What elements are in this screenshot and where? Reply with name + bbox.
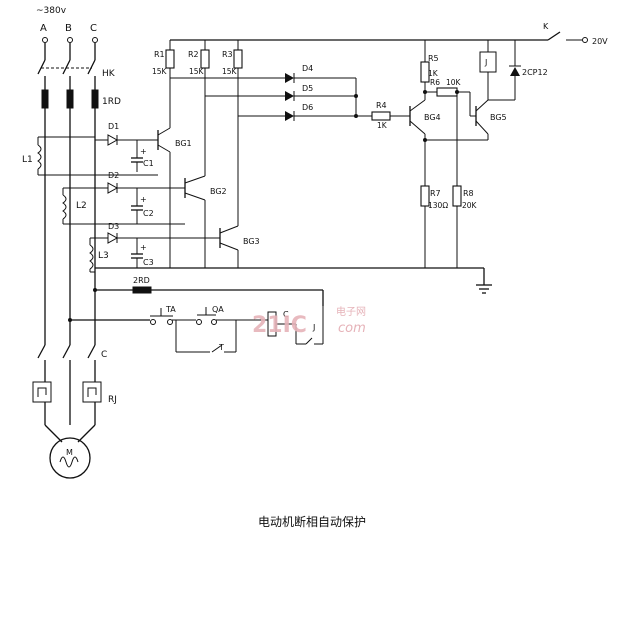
thermal-relay — [32, 381, 102, 425]
rectifier-branch-3 — [90, 232, 220, 273]
coil-l1-label: L1 — [22, 155, 33, 165]
diode-d1-label: D1 — [108, 122, 119, 131]
resistor-r8 — [452, 185, 462, 268]
coil-l1 — [37, 136, 95, 176]
relay-contact-label: J — [312, 323, 315, 332]
coil-l3 — [89, 238, 94, 272]
bg4-label: BG4 — [424, 113, 441, 122]
phase-lines — [37, 43, 96, 90]
rectifier-branch-1 — [95, 134, 158, 176]
cap-c1-plus: + — [140, 147, 147, 156]
phase-a-label: A — [40, 23, 47, 34]
transistor-bg3 — [219, 225, 239, 268]
supply-terminals — [42, 37, 98, 43]
breaker-label: HK — [102, 69, 116, 79]
r4-value: 1K — [377, 121, 388, 130]
r5-label: R5 — [428, 54, 439, 63]
cap-c1-label: C1 — [143, 159, 154, 168]
resistor-r6 — [423, 87, 471, 186]
r8-value: 20K — [462, 201, 478, 210]
bg5-label: BG5 — [490, 113, 507, 122]
phase-b-label: B — [65, 23, 72, 34]
phase-c-label: C — [90, 23, 97, 34]
motor-label: M — [66, 448, 73, 457]
transistor-bg1 — [157, 127, 171, 268]
watermark-cn: 电子网 — [336, 305, 366, 318]
control-line — [68, 288, 268, 353]
stop-button-label: TA — [165, 305, 176, 314]
ground-symbol — [476, 268, 492, 294]
relay-contact — [295, 306, 324, 345]
phase-lines-lower — [44, 108, 96, 345]
contactor-main-contacts — [37, 344, 96, 382]
r4-label: R4 — [376, 101, 387, 110]
control-fuse-label: 2RD — [133, 276, 150, 285]
transistor-bg2 — [184, 175, 206, 268]
supply-voltage-label: ~380v — [36, 6, 67, 16]
relay-label: J — [484, 58, 487, 67]
resistor-r5 — [420, 40, 430, 83]
diode-d2-label: D2 — [108, 171, 119, 180]
cap-c2-plus: + — [140, 195, 147, 204]
contactor-main-label: C — [101, 350, 107, 360]
diode-d4-label: D4 — [302, 64, 313, 73]
cap-c3-plus: + — [140, 243, 147, 252]
diagram-title: 电动机断相自动保护 — [258, 514, 366, 529]
resistor-r2 — [200, 40, 210, 176]
bg3-label: BG3 — [243, 237, 260, 246]
contactor-coil-label: C — [283, 310, 289, 319]
relay-coil — [479, 40, 515, 101]
coil-l3-label: L3 — [98, 251, 109, 261]
r3-label: R3 — [222, 50, 233, 59]
bg1-label: BG1 — [175, 139, 192, 148]
r6-label: R6 — [430, 78, 440, 87]
resistor-r3 — [233, 40, 243, 226]
watermark-domain: com — [338, 321, 366, 336]
bg2-label: BG2 — [210, 187, 227, 196]
r2-label: R2 — [188, 50, 199, 59]
resistor-r1 — [165, 40, 175, 128]
r5-value: 1K — [428, 69, 439, 78]
motor — [44, 424, 96, 479]
fuse-label: 1RD — [102, 97, 121, 107]
zener-label: 2CP12 — [522, 68, 548, 77]
watermark: 21IC 电子网 com — [252, 305, 366, 338]
diode-d3-label: D3 — [108, 222, 119, 231]
coil-l2 — [62, 187, 95, 225]
dc-switch-label: K — [543, 22, 549, 31]
r7-label: R7 — [430, 189, 441, 198]
transistor-bg5 — [425, 72, 489, 141]
dc-switch — [547, 31, 588, 43]
cap-c3-label: C3 — [143, 258, 154, 267]
r6-value: 10K — [446, 78, 462, 87]
resistor-r4 — [371, 111, 410, 121]
thermal-relay-label: RJ — [108, 395, 117, 405]
zener-diode — [509, 40, 521, 100]
r8-label: R8 — [463, 189, 474, 198]
diode-d6-label: D6 — [302, 103, 313, 112]
r2-value: 15K — [189, 67, 205, 76]
diode-d5-label: D5 — [302, 84, 313, 93]
hold-contact-label: T — [218, 343, 224, 352]
main-fuses — [41, 89, 99, 109]
diode-or-network — [170, 73, 372, 121]
r3-value: 15K — [222, 67, 238, 76]
control-fuse — [132, 286, 152, 294]
transistor-bg4 — [409, 82, 426, 268]
watermark-brand: 21IC — [252, 313, 307, 338]
start-button-label: QA — [212, 305, 224, 314]
cap-c2-label: C2 — [143, 209, 154, 218]
dc-supply-label: 20V — [592, 37, 608, 46]
r7-value: 130Ω — [428, 201, 448, 210]
coil-l2-label: L2 — [76, 201, 87, 211]
r1-label: R1 — [154, 50, 165, 59]
r1-value: 15K — [152, 67, 168, 76]
contactor-coil — [267, 311, 296, 337]
